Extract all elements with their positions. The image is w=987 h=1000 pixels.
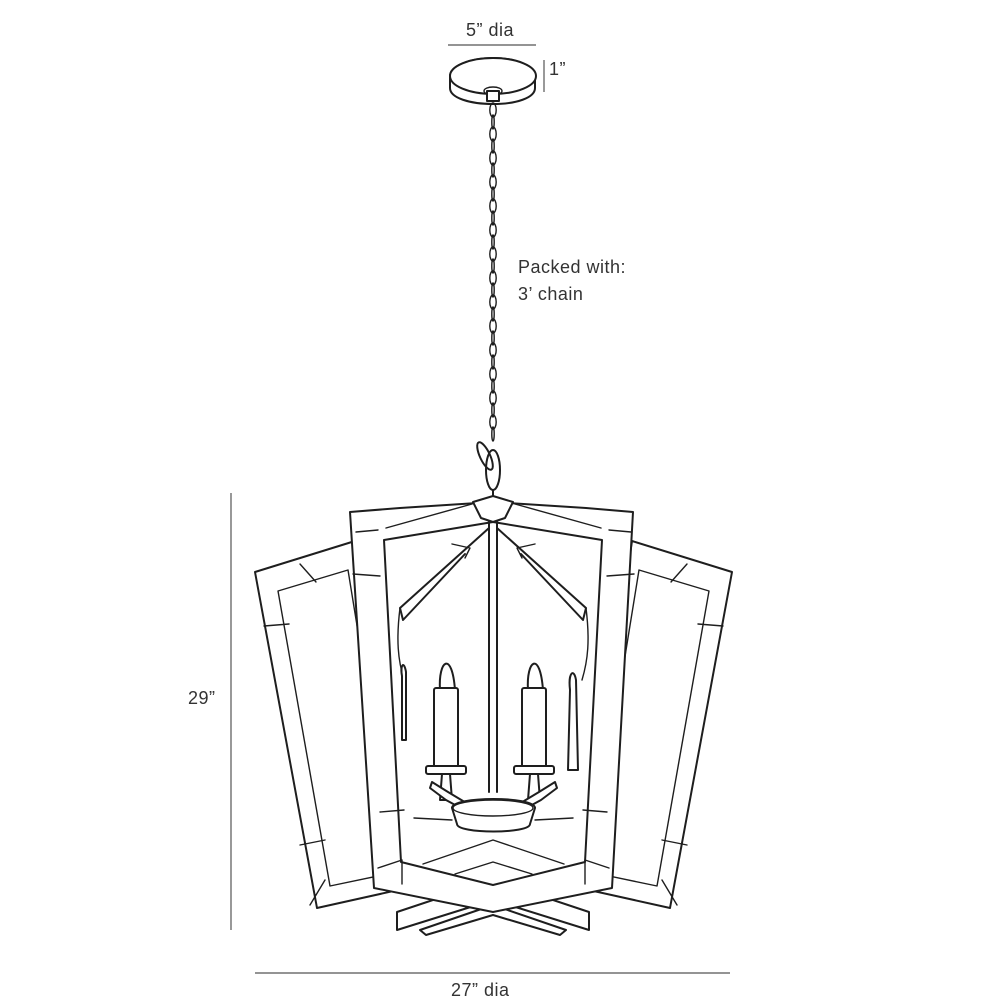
front-frame (349, 495, 635, 913)
candle-rear-left (400, 664, 407, 741)
overall-diameter-label: 27” dia (451, 980, 510, 1000)
canopy (449, 57, 537, 105)
chain-link (491, 210, 495, 226)
chain-link (491, 258, 495, 274)
chain-link (489, 150, 497, 166)
chain-link (489, 270, 497, 286)
chain-link (489, 198, 497, 214)
chain-link (491, 234, 495, 250)
chain-link (489, 390, 497, 406)
chain-link (491, 306, 495, 322)
chain-link (489, 174, 497, 190)
chain-link (489, 366, 497, 382)
chain-link (491, 138, 495, 154)
candle-rear-right (567, 672, 579, 771)
chain-link (491, 282, 495, 298)
canopy-diameter-label: 5” dia (466, 20, 515, 40)
overall-height-label: 29” (188, 688, 216, 708)
chain-link (491, 114, 495, 130)
candle-right (513, 662, 555, 801)
dimension-lines (230, 44, 730, 974)
candle-left (425, 662, 467, 801)
chain-link (491, 162, 495, 178)
chain-link (491, 330, 495, 346)
chain-link (489, 246, 497, 262)
chain-link (489, 102, 497, 118)
inner-structure (397, 521, 589, 793)
chain (489, 102, 497, 442)
chain-link (491, 354, 495, 370)
chain-link (489, 126, 497, 142)
candle-cluster (400, 662, 579, 833)
hanging-ring (476, 441, 501, 504)
packed-note-line1: Packed with: (518, 257, 627, 277)
chain-link (491, 402, 495, 418)
chain-link (489, 294, 497, 310)
chain-link (489, 414, 497, 430)
chain-link (489, 222, 497, 238)
chain-link (489, 318, 497, 334)
chain-link (491, 378, 495, 394)
chain-link (491, 426, 495, 442)
packed-with-note: Packed with: 3’ chain (518, 254, 626, 308)
canopy-height-label: 1” (549, 59, 567, 79)
chain-link (491, 186, 495, 202)
packed-note-line2: 3’ chain (518, 284, 584, 304)
chain-link (489, 342, 497, 358)
